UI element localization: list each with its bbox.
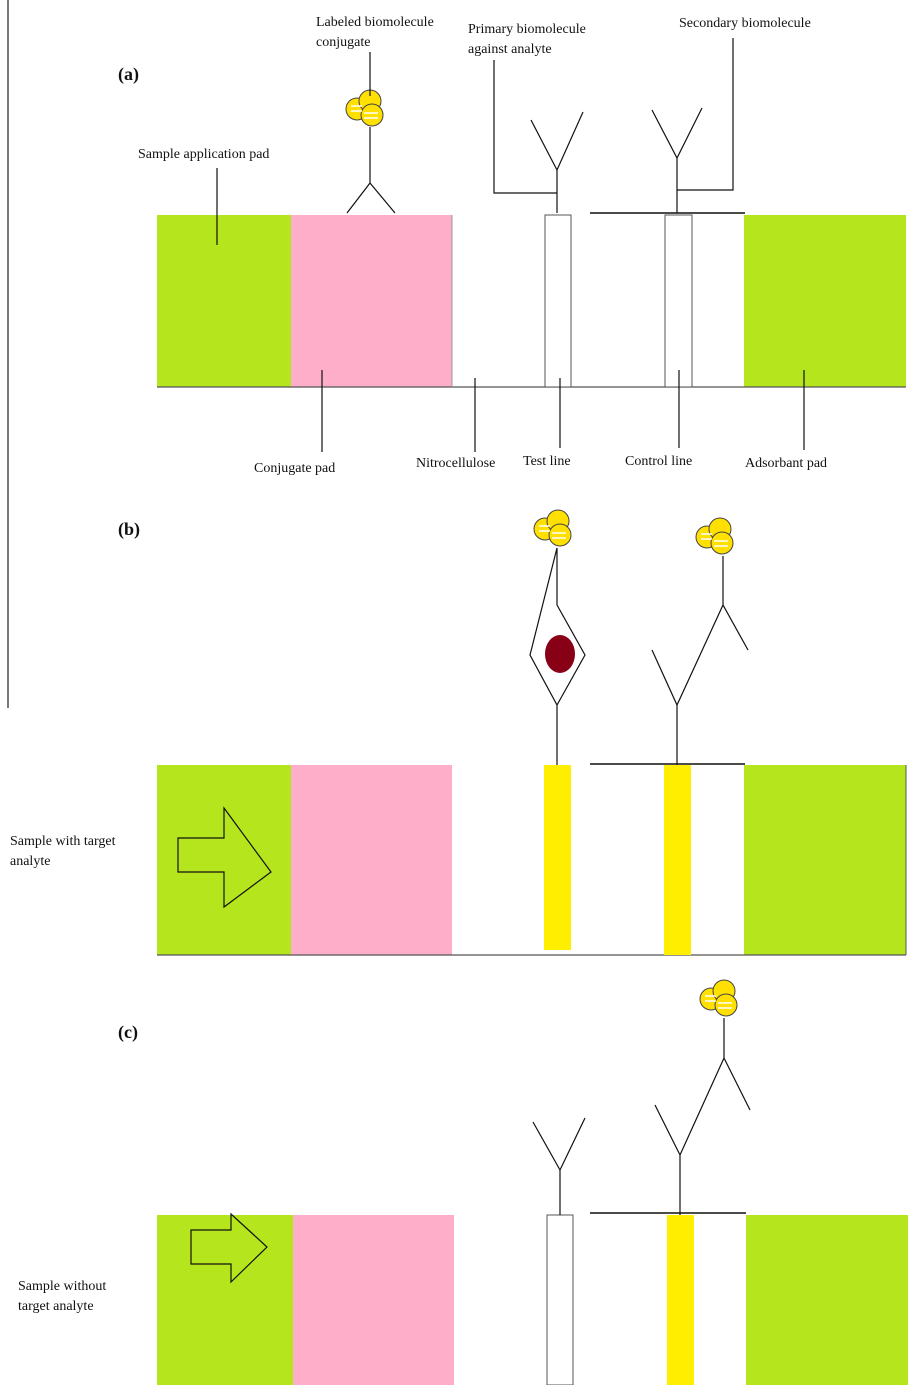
conjugate-pad <box>291 215 452 387</box>
conjugate-pad <box>291 765 452 955</box>
with-analyte-label-line2: analyte <box>10 854 50 869</box>
without-analyte-label-line2: target analyte <box>18 1299 94 1314</box>
panel-b-label: (b) <box>118 519 140 540</box>
primary-label-line2: against analyte <box>468 42 552 57</box>
gold-nanoparticle-label <box>533 509 572 547</box>
sample-pad-label: Sample application pad <box>138 147 269 162</box>
analyte-molecule <box>545 635 575 673</box>
captured-conjugate-at-control <box>654 1018 751 1215</box>
gold-nanoparticle-label <box>699 979 738 1017</box>
captured-conjugate-at-control <box>651 556 749 765</box>
secondary-label: Secondary biomolecule <box>679 16 811 31</box>
adsorbant-pad-label: Adsorbant pad <box>745 456 827 471</box>
control-line-positive <box>664 765 691 955</box>
test-line-positive <box>544 765 571 950</box>
antibody-analyte-complex <box>529 547 586 765</box>
panel-a-label: (a) <box>118 64 139 85</box>
without-analyte-label-line1: Sample without <box>18 1279 106 1294</box>
panel-b: (b) Sample with target analyte <box>10 509 907 956</box>
conjugate-antibody <box>346 127 396 214</box>
test-line-label: Test line <box>523 454 571 469</box>
sample-application-pad <box>157 1215 293 1385</box>
primary-label-line1: Primary biomolecule <box>468 22 586 37</box>
flow-direction-arrow-icon <box>177 806 272 909</box>
panel-c-label: (c) <box>118 1022 138 1043</box>
with-analyte-label-line1: Sample with target <box>10 834 116 849</box>
control-line-label: Control line <box>625 454 692 469</box>
labeled-conjugate-label-line2: conjugate <box>316 35 370 50</box>
nitrocellulose-membrane <box>452 765 744 955</box>
nitrocellulose-label: Nitrocellulose <box>416 456 495 471</box>
adsorbant-pad <box>746 1215 908 1385</box>
control-line-positive <box>667 1215 694 1385</box>
sample-application-pad <box>157 765 291 955</box>
gold-nanoparticle-label <box>695 517 734 555</box>
primary-antibody-unbound <box>532 1117 586 1215</box>
primary-antibody <box>530 111 584 213</box>
gold-nanoparticle-label <box>345 89 384 127</box>
labeled-conjugate-label-line1: Labeled biomolecule <box>316 15 434 30</box>
sample-application-pad <box>157 215 291 387</box>
test-line-negative <box>546 1214 574 1385</box>
nitrocellulose-membrane <box>452 215 744 387</box>
nitrocellulose-membrane <box>454 1215 746 1385</box>
conjugate-pad-label: Conjugate pad <box>254 461 335 476</box>
adsorbant-pad <box>744 765 906 955</box>
flow-direction-arrow-icon <box>190 1212 268 1284</box>
secondary-antibody <box>651 107 703 213</box>
test-line <box>544 214 572 388</box>
conjugate-pad <box>293 1215 454 1385</box>
panel-c: (c) Sample without target analyte <box>18 979 908 1385</box>
panel-a: (a) Labeled biomolecule conjugate Primar… <box>118 15 906 476</box>
control-line <box>664 214 693 388</box>
adsorbant-pad <box>744 215 906 387</box>
